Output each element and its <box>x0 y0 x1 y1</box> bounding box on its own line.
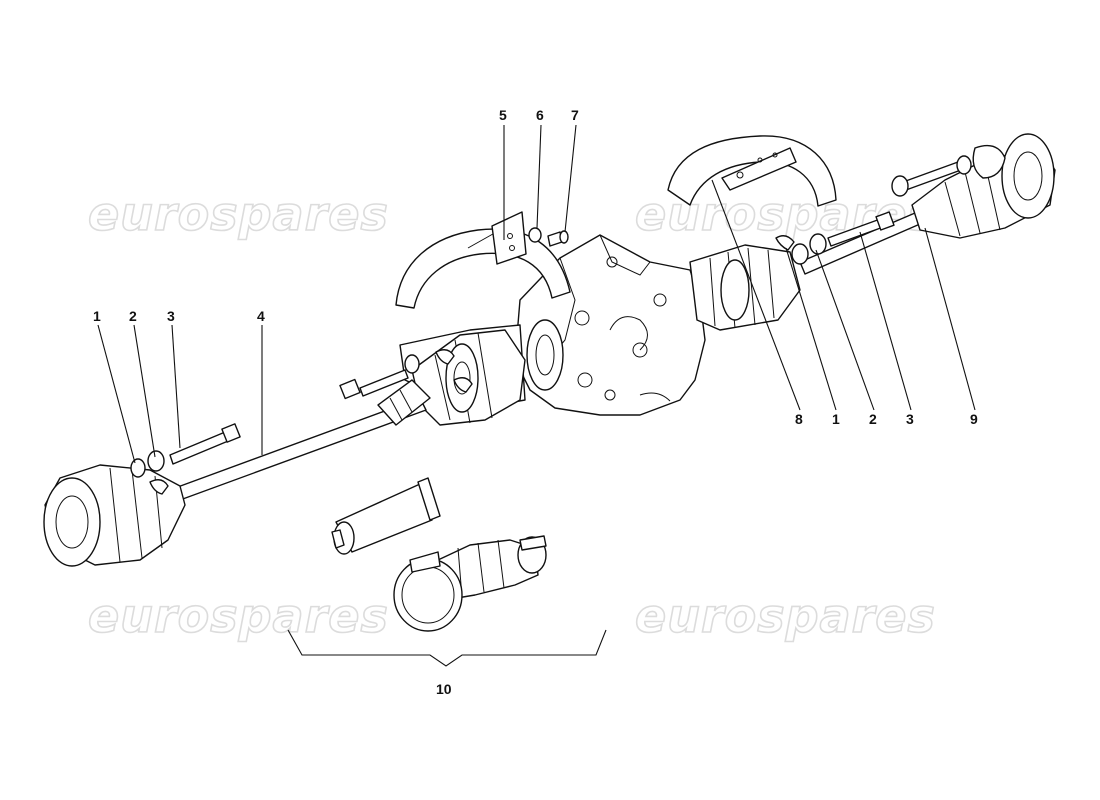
callout-1-right: 1 <box>832 411 840 427</box>
callout-labels: 1 2 3 4 5 6 7 8 1 2 3 9 10 <box>93 107 978 697</box>
watermarks: eurospares eurospares eurospares eurospa… <box>87 186 936 644</box>
left-inner-cv-joint <box>411 329 526 426</box>
watermark-bottom-right: eurospares <box>635 589 936 643</box>
right-fasteners <box>775 155 972 265</box>
callout-1-left: 1 <box>93 308 101 324</box>
right-drive-shaft <box>799 133 1056 275</box>
heat-shield-left <box>395 211 571 309</box>
watermark-bottom-left: eurospares <box>88 589 389 643</box>
heat-shield-right <box>667 135 837 207</box>
watermark-top-left: eurospares <box>88 187 389 241</box>
callout-8: 8 <box>795 411 803 427</box>
left-drive-shaft <box>43 379 431 567</box>
callout-9: 9 <box>970 411 978 427</box>
callout-2-left: 2 <box>129 308 137 324</box>
repair-kit <box>331 477 547 632</box>
callout-3-left: 3 <box>167 308 175 324</box>
leader-lines <box>97 124 976 667</box>
callout-10: 10 <box>436 681 452 697</box>
callout-6: 6 <box>536 107 544 123</box>
callout-3-right: 3 <box>906 411 914 427</box>
callout-5: 5 <box>499 107 507 123</box>
right-inner-cv-joint <box>689 244 801 331</box>
callout-2-right: 2 <box>869 411 877 427</box>
callout-7: 7 <box>571 107 579 123</box>
callout-4: 4 <box>257 308 265 324</box>
left-fasteners <box>130 227 569 478</box>
